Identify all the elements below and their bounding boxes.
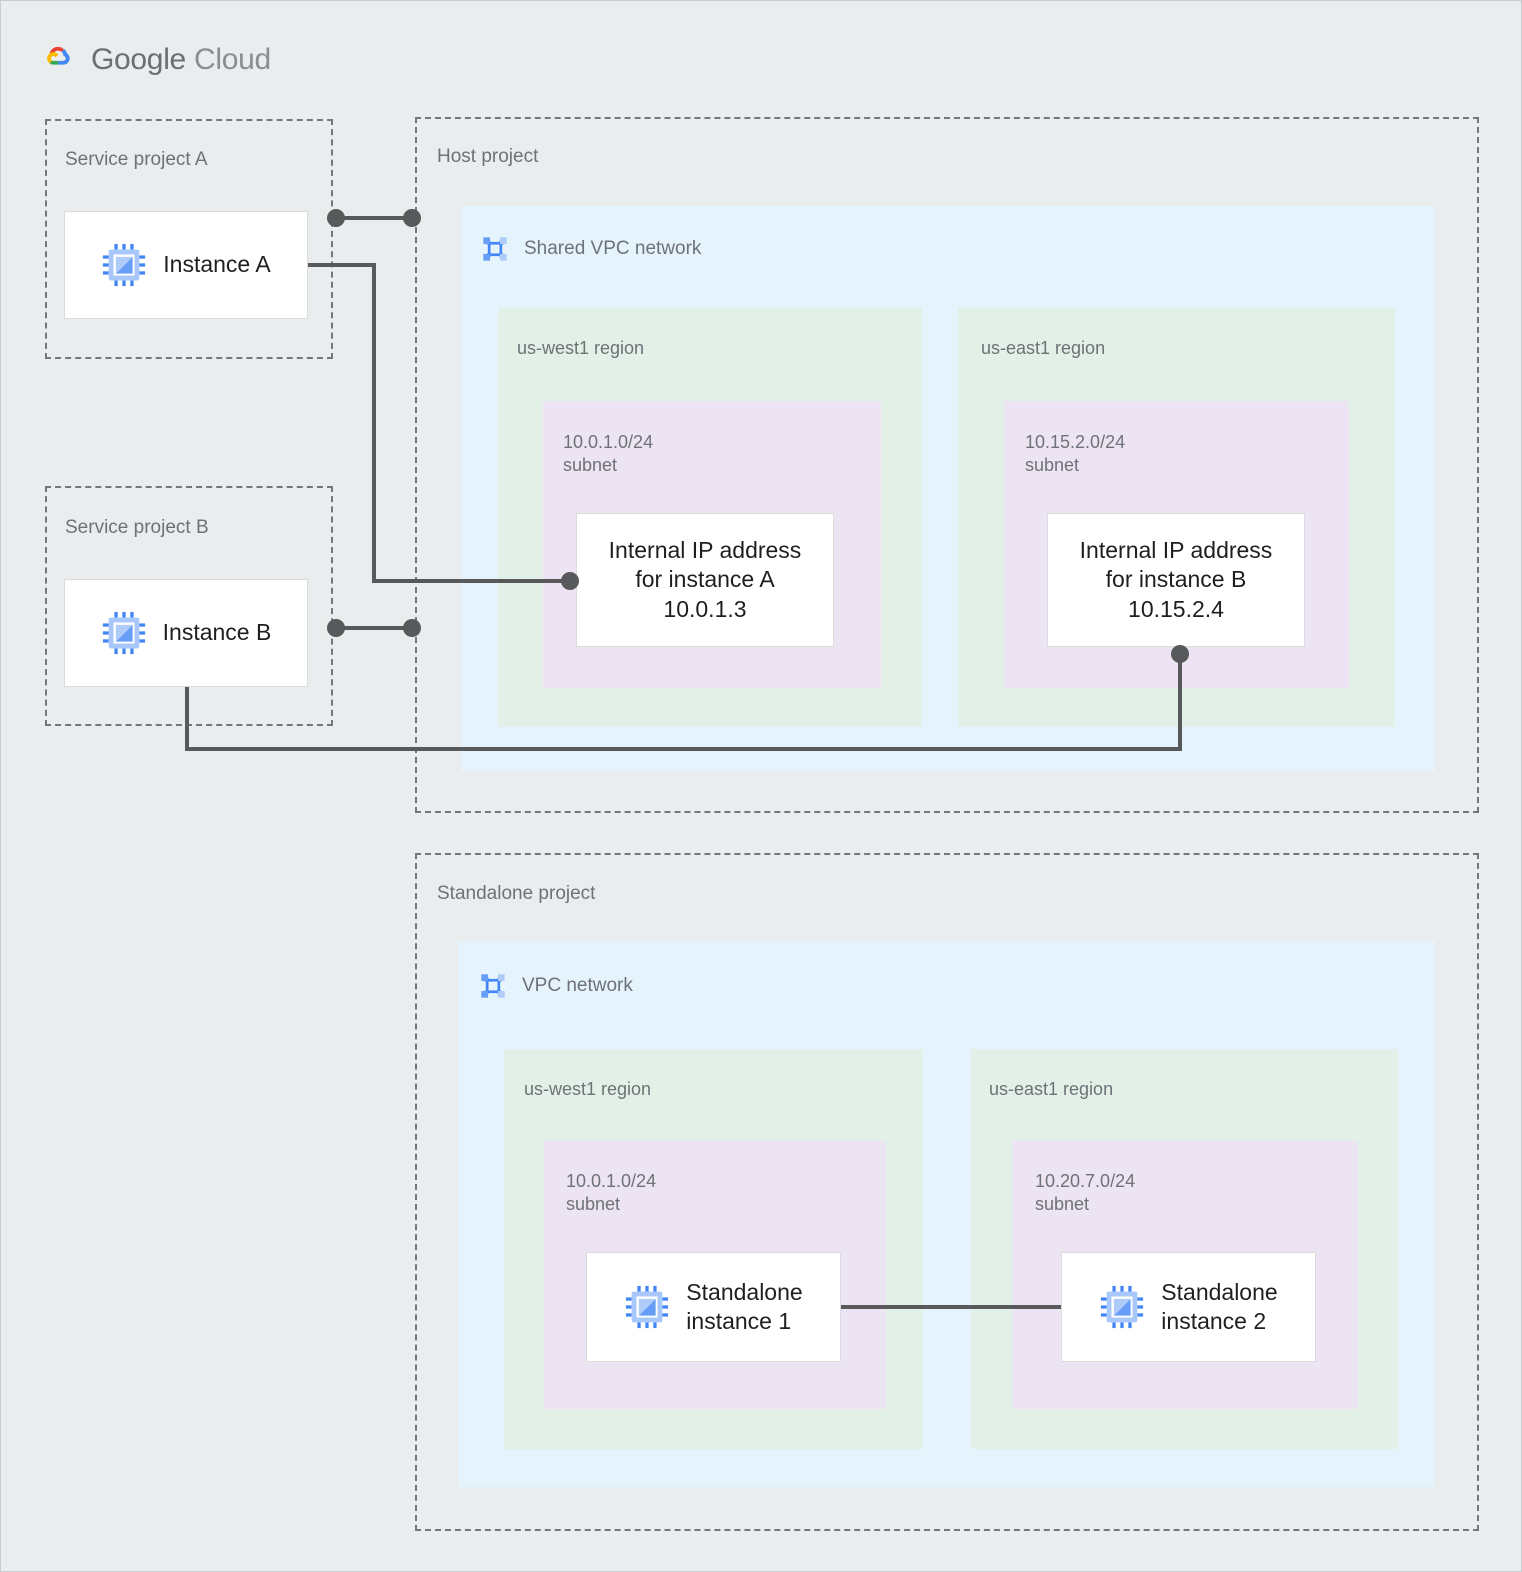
brand-name-cloud: Cloud xyxy=(194,43,271,76)
project-label-standalone-project: Standalone project xyxy=(437,883,596,904)
node-internal-ip-instance-b[interactable]: Internal IP address for instance B 10.15… xyxy=(1047,513,1305,647)
brand-wordmark: Google Cloud xyxy=(91,43,271,77)
node-internal-ip-instance-a[interactable]: Internal IP address for instance A 10.0.… xyxy=(576,513,834,647)
subnet-label-standalone-10-20-7-0-24: 10.20.7.0/24 subnet xyxy=(1035,1171,1136,1214)
node-standalone-instance-1[interactable]: Standalone instance 1 xyxy=(586,1252,841,1362)
subnet-label-host-10-15-2-0-24: 10.15.2.0/24 subnet xyxy=(1025,432,1126,475)
network-label-vpc-network: VPC network xyxy=(522,975,633,996)
project-label-service-project-a: Service project A xyxy=(65,149,208,170)
compute-instance-icon xyxy=(626,1285,669,1329)
compute-instance-icon xyxy=(102,611,145,655)
node-label-standalone-instance-1: Standalone instance 1 xyxy=(686,1278,803,1334)
node-instance-b[interactable]: Instance B xyxy=(64,579,308,687)
project-label-service-project-b: Service project B xyxy=(65,517,209,538)
node-label-instance-a: Instance A xyxy=(163,251,271,278)
node-label-standalone-instance-2: Standalone instance 2 xyxy=(1161,1278,1278,1334)
compute-instance-icon xyxy=(1101,1285,1144,1329)
network-header-shared-vpc-network: Shared VPC network xyxy=(480,234,701,264)
region-label-standalone-us-east1: us-east1 region xyxy=(989,1079,1114,1099)
node-label-instance-b: Instance B xyxy=(162,619,272,646)
network-label-shared-vpc-network: Shared VPC network xyxy=(524,238,702,259)
google-cloud-brand: Google Cloud xyxy=(35,39,271,81)
vpc-network-icon xyxy=(481,974,505,998)
project-standalone-project[interactable] xyxy=(415,853,1479,1531)
region-label-standalone-us-west1: us-west1 region xyxy=(524,1079,652,1099)
node-standalone-instance-2[interactable]: Standalone instance 2 xyxy=(1061,1252,1316,1362)
node-instance-a[interactable]: Instance A xyxy=(64,211,308,319)
subnet-label-host-10-0-1-0-24: 10.0.1.0/24 subnet xyxy=(563,432,654,475)
project-service-project-a[interactable] xyxy=(45,119,333,359)
node-label-internal-ip-instance-a: Internal IP address for instance A 10.0.… xyxy=(608,536,802,622)
google-cloud-logo-icon xyxy=(47,46,70,65)
brand-name-google: Google xyxy=(91,43,186,76)
node-label-internal-ip-instance-b: Internal IP address for instance B 10.15… xyxy=(1079,536,1273,622)
region-label-host-us-east1: us-east1 region xyxy=(981,338,1106,358)
compute-instance-icon xyxy=(103,243,146,287)
region-label-host-us-west1: us-west1 region xyxy=(517,338,645,358)
network-header-vpc-network: VPC network xyxy=(478,971,633,1001)
project-label-host-project: Host project xyxy=(437,146,539,167)
subnet-label-standalone-10-0-1-0-24: 10.0.1.0/24 subnet xyxy=(566,1171,657,1214)
vpc-network-icon xyxy=(483,237,507,261)
